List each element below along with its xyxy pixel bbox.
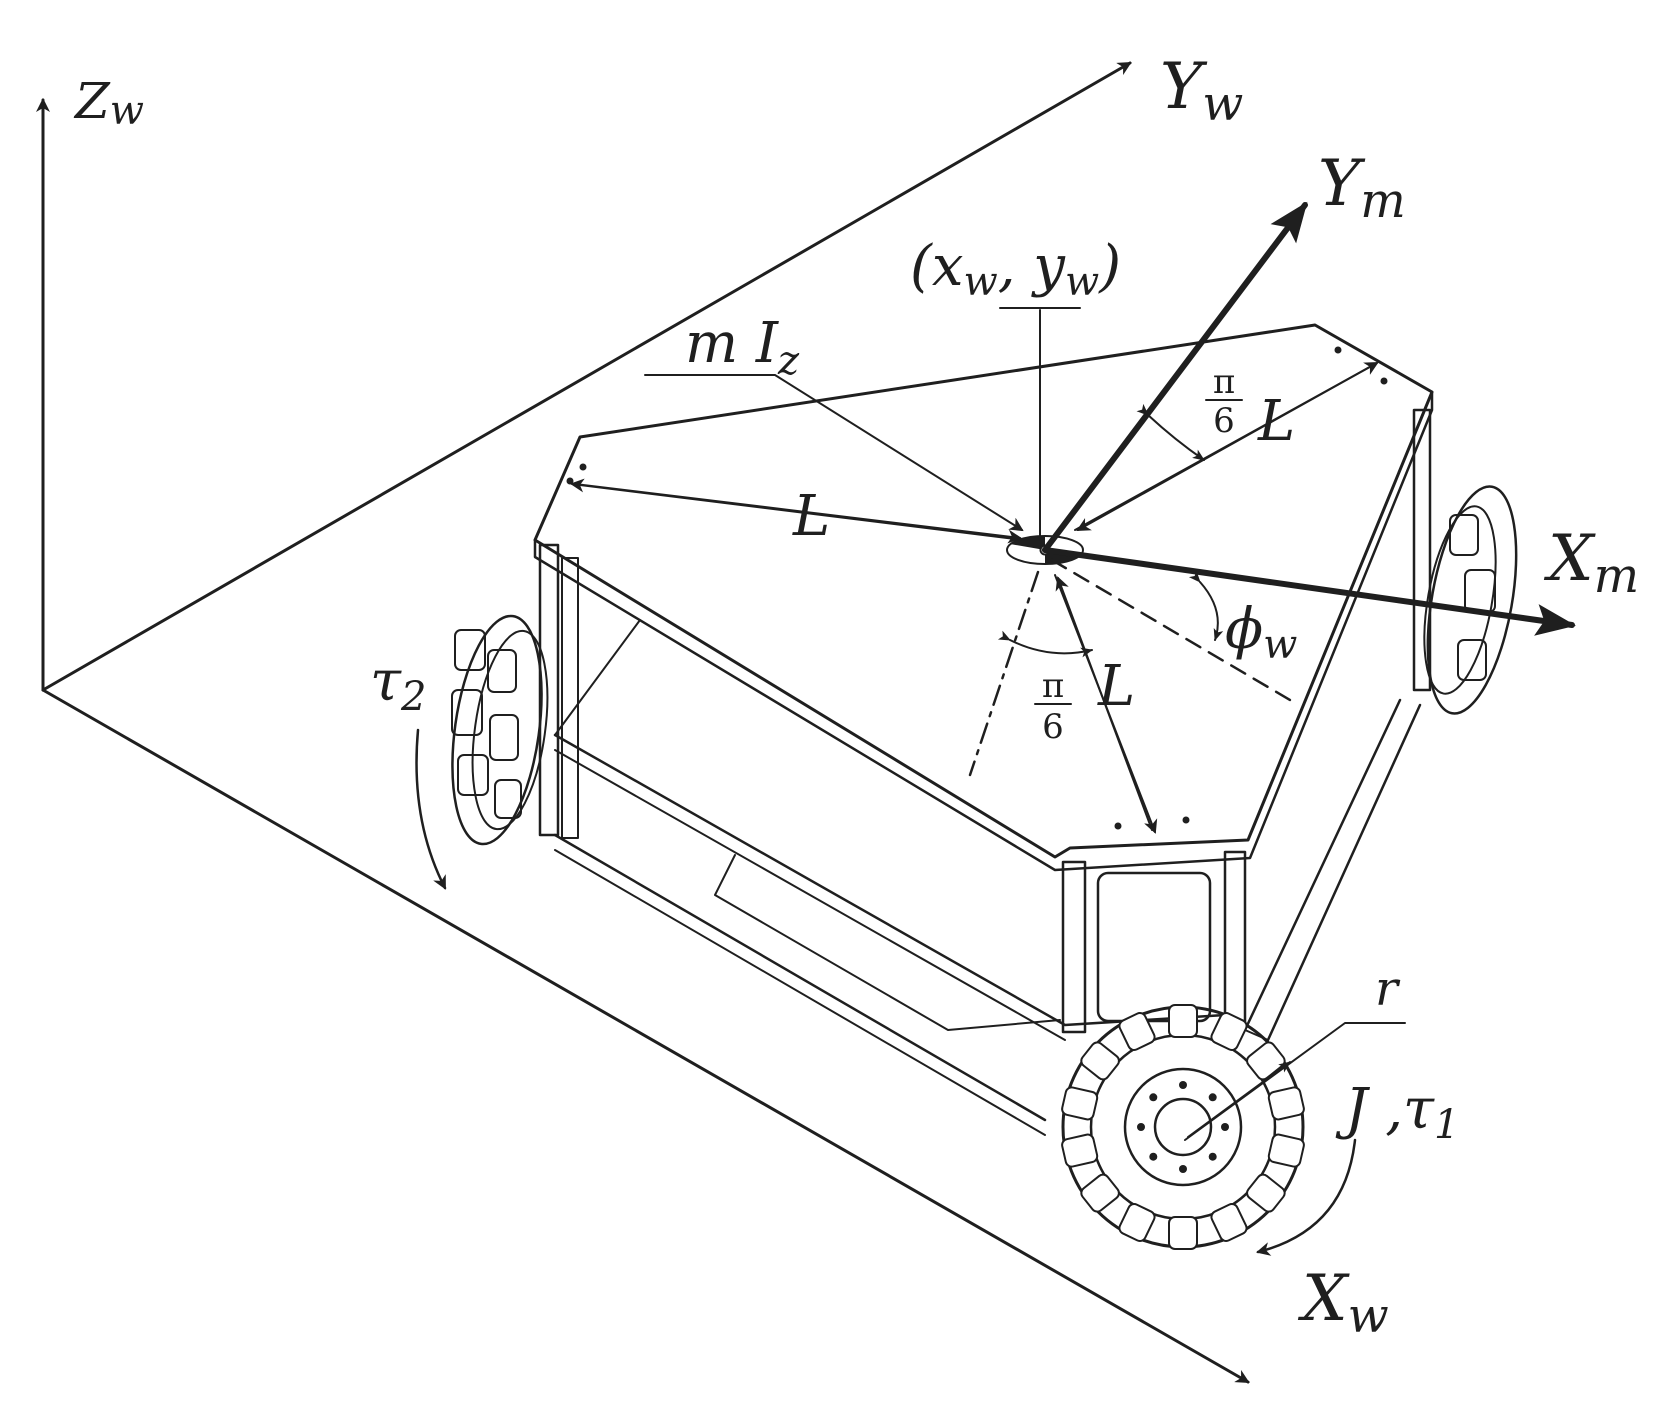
tau2-label: τ2 (370, 649, 426, 720)
svg-text:π: π (1213, 362, 1235, 402)
wheel-bolt (1208, 1152, 1217, 1161)
wheel-roller (1267, 1133, 1305, 1168)
world-frame (36, 61, 1250, 1384)
hole (1182, 816, 1190, 824)
wheel-bolt (1221, 1123, 1229, 1131)
shelf-side (554, 619, 641, 736)
inertia-label: m Iz (685, 311, 800, 384)
svg-text:6: 6 (1213, 401, 1235, 441)
svg-text:π: π (1042, 666, 1064, 706)
L-dim-bottom-b (1055, 576, 1153, 831)
bottom-panel (714, 854, 1061, 1031)
xm-label: Xm (1543, 522, 1639, 604)
middle-shelf-edge (554, 749, 1066, 1041)
right-frame-1 (1243, 698, 1402, 1032)
ym-axis (1042, 201, 1308, 553)
left-post-inner (561, 557, 579, 839)
xw-label: Xw (1297, 1262, 1389, 1344)
tau1-arc (1256, 1138, 1357, 1256)
wheel-bolt (1149, 1152, 1158, 1161)
left-post (538, 543, 560, 837)
wheel-roller (1118, 1203, 1156, 1242)
radius-arrow (1187, 1061, 1291, 1138)
hole (1334, 346, 1342, 354)
ym-label: Ym (1318, 147, 1406, 229)
wheel-roller (1080, 1041, 1120, 1081)
wheel-right (1423, 485, 1518, 715)
L-label-bottom: L (1097, 654, 1135, 719)
position-label: (xw, yw) (910, 234, 1121, 305)
lower-frame-edge (553, 833, 1047, 1122)
wheel-bolt (1208, 1093, 1217, 1102)
hole (1380, 377, 1388, 385)
angle-arc-phi (1188, 570, 1224, 641)
xw-axis (41, 688, 1250, 1384)
wheel-roller (1246, 1173, 1286, 1213)
wheel-roller (1118, 1012, 1156, 1051)
front-window (1096, 871, 1212, 1023)
front-post-left (1061, 860, 1087, 1034)
wheel-bolt (1137, 1123, 1145, 1131)
angle-arc-pi6-bottom (997, 630, 1093, 658)
L-label-left: L (792, 484, 830, 549)
tau2-arc (415, 728, 447, 890)
wheel-roller (1210, 1203, 1248, 1242)
wheel-roller (1168, 1004, 1198, 1038)
yw-axis (41, 61, 1132, 692)
middle-shelf-front (553, 733, 1227, 1027)
wheel-roller (1080, 1173, 1120, 1213)
wheel-bolt (1179, 1165, 1187, 1173)
top-plate (533, 323, 1434, 859)
top-plate-thickness (533, 390, 1434, 872)
lower-frame-edge-2 (554, 849, 1046, 1136)
zw-label: Zw (73, 72, 144, 134)
J-tau1-label: J ,τ1 (1335, 1077, 1459, 1148)
robot-chassis (533, 323, 1434, 1136)
L-dim-left-b (574, 483, 1022, 544)
L-dim-right-b (1076, 363, 1376, 531)
wheel-bolt (1179, 1081, 1187, 1089)
phi-label: ϕw (1225, 597, 1297, 668)
center-of-mass (999, 307, 1084, 565)
hole (1114, 822, 1122, 830)
wheel-roller (1061, 1086, 1099, 1121)
wheel-left (451, 614, 549, 846)
L-label-right: L (1257, 389, 1295, 454)
wheel-direction-dashed (1050, 558, 1292, 702)
front-post-right (1223, 850, 1247, 1024)
wheel-roller (1210, 1012, 1248, 1051)
fraction-pi6-bottom: π 6 (1034, 666, 1072, 747)
right-post (1412, 408, 1432, 692)
wheel-roller (1061, 1133, 1099, 1168)
fraction-pi6-top: π 6 (1205, 362, 1243, 441)
wheel-direction-dashdot (968, 570, 1040, 777)
xm-axis (1042, 547, 1576, 636)
svg-text:6: 6 (1042, 707, 1064, 747)
angle-arc-pi6-top (1136, 403, 1205, 461)
radius-label: r (1375, 961, 1401, 1017)
wheel-front (1061, 1004, 1305, 1250)
wheel-roller (1267, 1086, 1305, 1121)
right-frame-2 (1266, 703, 1422, 1042)
wheel-roller (1168, 1216, 1198, 1250)
inertia-leader (644, 374, 1024, 532)
wheel-roller (1246, 1041, 1286, 1081)
hole (579, 463, 587, 471)
wheel-bolt (1149, 1093, 1158, 1102)
yw-label: Yw (1160, 50, 1243, 132)
